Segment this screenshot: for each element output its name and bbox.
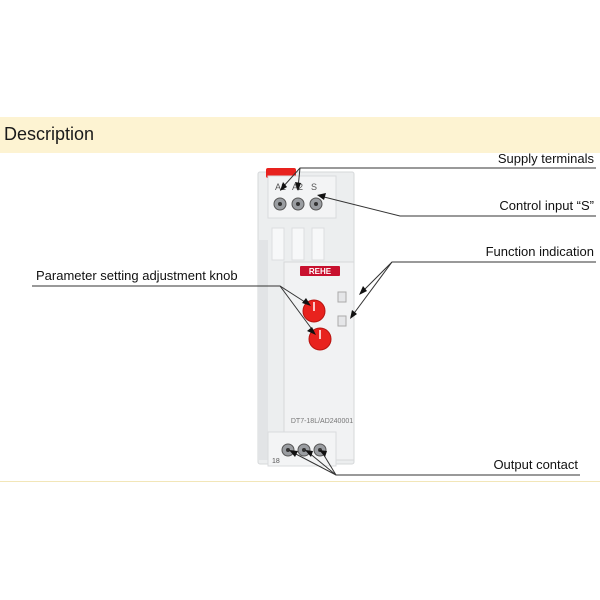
leader-control — [319, 195, 596, 217]
leader-function-2 — [351, 261, 393, 317]
terminal-label-a1: A1 — [275, 182, 286, 192]
led-window-2 — [337, 315, 347, 327]
callout-output-contact: Output contact — [493, 457, 578, 472]
led-window-1 — [337, 291, 347, 303]
leader-function-1 — [361, 261, 596, 293]
leader-output-2 — [307, 451, 337, 476]
brand-label: REHE — [309, 267, 332, 276]
brand-plate — [300, 266, 340, 276]
terminal-label-s: S — [311, 182, 317, 192]
leader-lines — [32, 167, 596, 476]
slot-2 — [291, 227, 305, 261]
header-band — [0, 117, 600, 153]
callout-parameter-knob: Parameter setting adjustment knob — [36, 268, 238, 283]
bottom-screws — [281, 443, 327, 457]
slot-3 — [311, 227, 325, 261]
callout-control-input: Control input “S” — [499, 198, 594, 213]
top-screws — [273, 197, 323, 211]
bottom-divider — [0, 481, 600, 482]
callout-function-indication: Function indication — [485, 244, 594, 259]
callout-supply-terminals: Supply terminals — [497, 151, 594, 166]
page-title: Description — [4, 124, 95, 144]
arrowheads — [280, 182, 367, 457]
relay-side-profile — [258, 240, 268, 460]
model-label: DT7-18L/AD240001 — [291, 418, 353, 425]
leader-knob-2 — [279, 285, 315, 333]
slot-1 — [271, 227, 285, 261]
terminal-label-18: 18 — [272, 458, 280, 465]
